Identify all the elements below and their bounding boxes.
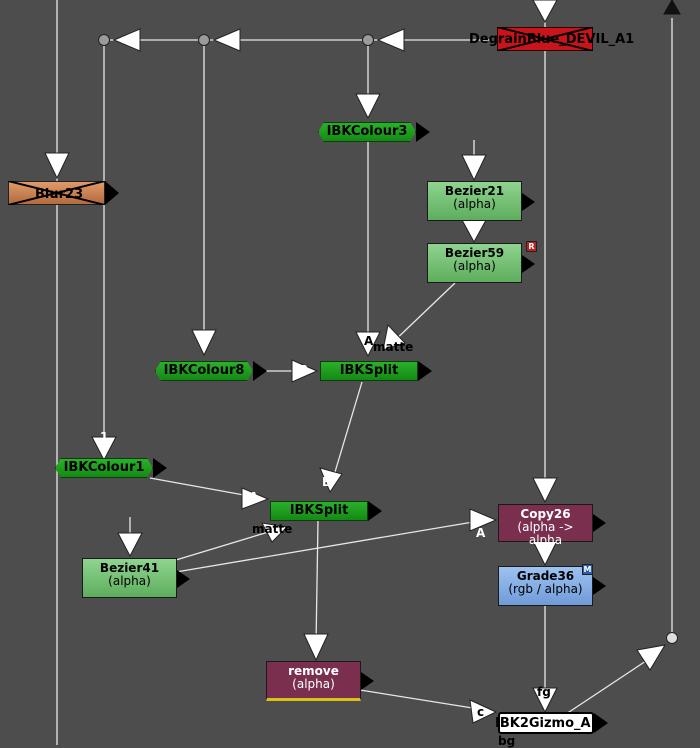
- ibkcolour8-label: IBKColour8: [163, 363, 245, 378]
- copy26-input-b: B: [540, 479, 550, 493]
- ibkcolour1-input-index: 1: [100, 430, 109, 444]
- bezier21-output-arrow: [522, 193, 535, 211]
- bezier21-node[interactable]: Bezier21 (alpha): [427, 181, 522, 221]
- ibk2gizmo-label: IBK2Gizmo_A: [495, 716, 591, 731]
- bezier41-node[interactable]: Bezier41 (alpha): [82, 558, 177, 598]
- dot-node-left[interactable]: [98, 34, 110, 46]
- copy26-label: Copy26: [520, 507, 571, 521]
- ibkcolour3-input-index: 1: [364, 95, 373, 109]
- bezier41-sub: (alpha): [108, 574, 151, 588]
- remove-label: remove: [288, 664, 339, 678]
- ibk2gizmo-node[interactable]: [498, 712, 594, 734]
- remove-node[interactable]: remove (alpha): [266, 661, 361, 701]
- ibksplit1-label: IBKSplit: [339, 363, 399, 378]
- degrain-label: DegrainBlue_DEVIL_A1: [469, 32, 635, 47]
- ibksplit2-input-b: B: [322, 475, 332, 489]
- ibkcolour1-label: IBKColour1: [63, 460, 145, 475]
- bezier59-node[interactable]: Bezier59 (alpha): [427, 243, 522, 283]
- ibkcolour1-node[interactable]: IBKColour1: [55, 458, 153, 478]
- ibkcolour1-output-arrow: [153, 458, 167, 478]
- dot-node-right[interactable]: [362, 34, 374, 46]
- copy26-output-arrow: [593, 514, 606, 532]
- remove-sub: (alpha): [292, 677, 335, 691]
- ibksplit2-node[interactable]: IBKSplit: [270, 501, 368, 521]
- bezier59-label: Bezier59: [444, 246, 505, 260]
- ibkcolour8-output-arrow: [253, 361, 267, 381]
- blur-output-arrow: [105, 181, 119, 205]
- copy26-sub: (alpha -> alpha: [517, 520, 574, 547]
- ibkcolour3-output-arrow: [416, 122, 430, 142]
- bezier41-label: Bezier41: [99, 561, 160, 575]
- bezier21-sub: (alpha): [453, 197, 496, 211]
- ibksplit1-input-b: B: [299, 363, 309, 377]
- bezier59-badge: R: [526, 241, 537, 252]
- ibksplit1-input-a: A: [364, 334, 374, 348]
- grade36-output-arrow: [593, 577, 606, 595]
- ibkcolour3-label: IBKColour3: [326, 124, 408, 139]
- blur-disabled-cross: [8, 181, 105, 205]
- ibksplit2-input-matte: matte: [252, 522, 293, 536]
- remove-output-arrow: [361, 672, 374, 690]
- bezier59-output-arrow: [522, 255, 535, 273]
- ibk2gizmo-input-c: c: [477, 705, 485, 719]
- grade36-node[interactable]: Grade36 (rgb / alpha): [498, 566, 593, 606]
- ibkcolour8-input-index: 1: [200, 334, 209, 348]
- ibksplit2-input-a: A: [249, 490, 259, 504]
- degrain-input-index: 1: [541, 2, 550, 16]
- dot-node-middle[interactable]: [198, 34, 210, 46]
- ibkcolour8-node[interactable]: IBKColour8: [155, 361, 253, 381]
- dot-node-far-right[interactable]: [666, 632, 678, 644]
- ibk2gizmo-output-arrow: [594, 713, 608, 733]
- grade36-badge: M: [582, 564, 593, 575]
- bezier59-sub: (alpha): [453, 259, 496, 273]
- bezier21-label: Bezier21: [444, 184, 505, 198]
- ibksplit2-label: IBKSplit: [289, 503, 349, 518]
- ibkcolour3-node[interactable]: IBKColour3: [318, 122, 416, 142]
- ibksplit1-output-arrow: [418, 361, 432, 381]
- ibksplit2-output-arrow: [368, 501, 382, 521]
- copy26-input-a: A: [476, 526, 486, 540]
- grade36-label: Grade36: [516, 569, 575, 583]
- degrain-disabled-cross: [497, 27, 593, 51]
- ibk2gizmo-input-fg: fg: [537, 685, 551, 699]
- ibksplit1-node[interactable]: IBKSplit: [320, 361, 418, 381]
- bezier41-output-arrow: [177, 570, 190, 588]
- ibksplit1-input-matte: matte: [373, 340, 414, 354]
- ibk2gizmo-input-bg: bg: [498, 734, 516, 748]
- blur-label: Blur23: [35, 187, 84, 202]
- copy26-node[interactable]: Copy26 (alpha -> alpha: [498, 504, 593, 547]
- grade36-sub: (rgb / alpha): [508, 582, 583, 596]
